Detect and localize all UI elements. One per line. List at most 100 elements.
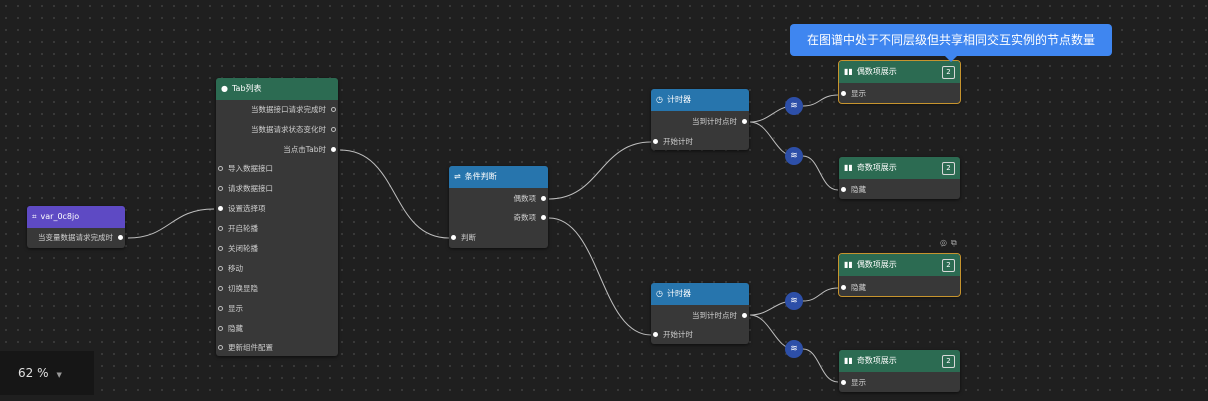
input-port[interactable]: 移动 bbox=[216, 263, 243, 275]
port-dot[interactable] bbox=[841, 91, 846, 96]
port-dot[interactable] bbox=[218, 345, 223, 350]
port-dot[interactable] bbox=[331, 127, 336, 132]
port-dot[interactable] bbox=[451, 235, 456, 240]
instance-count-badge[interactable]: 2 bbox=[942, 162, 955, 175]
chevron-down-icon[interactable]: ▼ bbox=[56, 371, 62, 379]
display-node-even-top[interactable]: ▮▮ 偶数项展示 2 显示 bbox=[838, 60, 961, 104]
output-port[interactable]: 当到计时点时 bbox=[692, 116, 749, 128]
display-node-title: 奇数项展示 bbox=[856, 163, 897, 172]
port-label: 关闭轮播 bbox=[228, 244, 258, 253]
wire-filter4-out bbox=[802, 348, 839, 383]
display-node-header[interactable]: ▮▮ 奇数项展示 2 bbox=[839, 157, 960, 179]
port-dot[interactable] bbox=[118, 235, 123, 240]
display-node-header[interactable]: ▮▮ 奇数项展示 2 bbox=[839, 350, 960, 372]
input-port[interactable]: 显示 bbox=[839, 377, 866, 389]
timer-node-bottom[interactable]: ◷ 计时器 当到计时点时 开始计时 bbox=[651, 283, 749, 344]
input-port[interactable]: 显示 bbox=[216, 303, 243, 315]
instance-count-badge[interactable]: 2 bbox=[942, 355, 955, 368]
output-port[interactable]: 奇数项 bbox=[514, 212, 549, 224]
instance-count-badge[interactable]: 2 bbox=[942, 259, 955, 272]
instance-count-badge[interactable]: 2 bbox=[942, 66, 955, 79]
port-label: 开始计时 bbox=[663, 330, 693, 339]
input-port[interactable]: 隐藏 bbox=[216, 323, 243, 335]
input-port[interactable]: 开启轮播 bbox=[216, 223, 258, 235]
condition-node-title: 条件判断 bbox=[464, 172, 497, 181]
port-dot[interactable] bbox=[653, 332, 658, 337]
tooltip: 在图谱中处于不同层级但共享相同交互实例的节点数量 bbox=[790, 24, 1112, 62]
port-dot[interactable] bbox=[218, 286, 223, 291]
port-dot[interactable] bbox=[218, 226, 223, 231]
input-port[interactable]: 设置选择项 bbox=[216, 203, 266, 215]
input-port[interactable]: 判断 bbox=[449, 232, 476, 244]
port-dot[interactable] bbox=[742, 313, 747, 318]
port-dot[interactable] bbox=[841, 380, 846, 385]
input-port[interactable]: 开始计时 bbox=[651, 136, 693, 148]
display-node-odd-top[interactable]: ▮▮ 奇数项展示 2 隐藏 bbox=[839, 157, 960, 199]
port-dot[interactable] bbox=[218, 306, 223, 311]
port-label: 当到计时点时 bbox=[692, 311, 737, 320]
port-label: 开启轮播 bbox=[228, 224, 258, 233]
share-icon[interactable]: ⧉ bbox=[950, 238, 957, 247]
condition-node-header[interactable]: ⇌ 条件判断 bbox=[449, 166, 548, 188]
display-node-even-bottom[interactable]: ▮▮ 偶数项展示 2 隐藏 bbox=[838, 253, 961, 297]
input-port[interactable]: 开始计时 bbox=[651, 329, 693, 341]
port-label: 奇数项 bbox=[513, 213, 537, 222]
wire-filter1-out bbox=[802, 94, 839, 107]
tab-list-node[interactable]: ● Tab列表 当数据接口请求完成时 当数据请求状态变化时 当点击Tab时 导入… bbox=[216, 78, 338, 356]
port-dot[interactable] bbox=[742, 119, 747, 124]
variable-node[interactable]: ⌗ var_0c8jo 当变量数据请求完成时 bbox=[27, 206, 125, 248]
port-dot[interactable] bbox=[218, 246, 223, 251]
port-label: 切换显隐 bbox=[228, 284, 258, 293]
port-dot[interactable] bbox=[218, 206, 223, 211]
wire-cond-to-timer-top bbox=[548, 141, 652, 200]
output-port[interactable]: 当到计时点时 bbox=[692, 310, 749, 322]
filter-icon[interactable]: ≋ bbox=[785, 97, 803, 115]
port-dot[interactable] bbox=[331, 147, 336, 152]
filter-icon[interactable]: ≋ bbox=[785, 292, 803, 310]
variable-icon: ⌗ bbox=[32, 212, 37, 221]
port-label: 偶数项 bbox=[513, 194, 537, 203]
filter-icon[interactable]: ≋ bbox=[785, 340, 803, 358]
filter-icon[interactable]: ≋ bbox=[785, 147, 803, 165]
clock-icon: ◷ bbox=[656, 95, 663, 104]
port-dot[interactable] bbox=[218, 186, 223, 191]
display-node-odd-bottom[interactable]: ▮▮ 奇数项展示 2 显示 bbox=[839, 350, 960, 392]
input-port[interactable]: 关闭轮播 bbox=[216, 243, 258, 255]
input-port[interactable]: 更新组件配置 bbox=[216, 342, 273, 354]
timer-node-header[interactable]: ◷ 计时器 bbox=[651, 89, 749, 111]
display-node-header[interactable]: ▮▮ 偶数项展示 2 bbox=[839, 61, 960, 83]
timer-node-top[interactable]: ◷ 计时器 当到计时点时 开始计时 bbox=[651, 89, 749, 150]
port-dot[interactable] bbox=[218, 266, 223, 271]
output-port[interactable]: 当数据请求状态变化时 bbox=[251, 124, 338, 136]
port-dot[interactable] bbox=[541, 215, 546, 220]
port-label: 请求数据接口 bbox=[228, 184, 273, 193]
output-port[interactable]: 当点击Tab时 bbox=[283, 144, 338, 156]
wire-tab-to-cond bbox=[339, 149, 450, 239]
input-port[interactable]: 显示 bbox=[839, 88, 866, 100]
tab-list-node-header[interactable]: ● Tab列表 bbox=[216, 78, 338, 100]
port-dot[interactable] bbox=[653, 139, 658, 144]
condition-node[interactable]: ⇌ 条件判断 偶数项 奇数项 判断 bbox=[449, 166, 548, 248]
input-port[interactable]: 导入数据接口 bbox=[216, 163, 273, 175]
search-icon[interactable]: ◎ bbox=[940, 238, 947, 247]
input-port[interactable]: 隐藏 bbox=[839, 184, 866, 196]
output-port[interactable]: 当数据接口请求完成时 bbox=[251, 104, 338, 116]
port-dot[interactable] bbox=[841, 285, 846, 290]
variable-node-header[interactable]: ⌗ var_0c8jo bbox=[27, 206, 125, 228]
port-dot[interactable] bbox=[541, 196, 546, 201]
output-port[interactable]: 偶数项 bbox=[514, 193, 549, 205]
input-port[interactable]: 请求数据接口 bbox=[216, 183, 273, 195]
display-node-header[interactable]: ▮▮ 偶数项展示 2 bbox=[839, 254, 960, 276]
port-label: 更新组件配置 bbox=[228, 343, 273, 352]
port-dot[interactable] bbox=[218, 166, 223, 171]
port-dot[interactable] bbox=[841, 187, 846, 192]
zoom-control[interactable]: 62 %▼ bbox=[0, 351, 94, 395]
input-port[interactable]: 隐藏 bbox=[839, 282, 866, 294]
port-dot[interactable] bbox=[331, 107, 336, 112]
port-dot[interactable] bbox=[218, 326, 223, 331]
wire-filter2-out bbox=[802, 155, 839, 191]
variable-node-title: var_0c8jo bbox=[40, 212, 80, 221]
input-port[interactable]: 切换显隐 bbox=[216, 283, 258, 295]
timer-node-header[interactable]: ◷ 计时器 bbox=[651, 283, 749, 305]
output-port[interactable]: 当变量数据请求完成时 bbox=[38, 232, 125, 244]
